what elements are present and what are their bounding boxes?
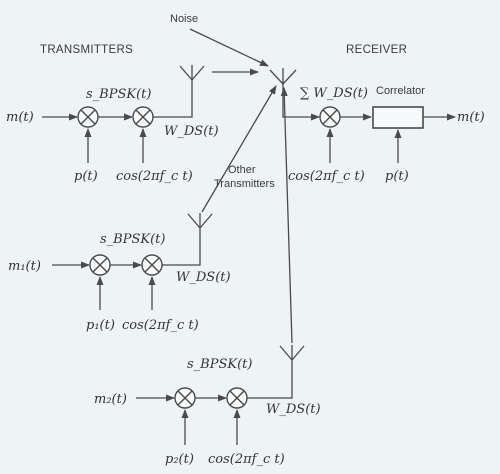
receiver-pn-label: p(t) xyxy=(385,169,409,184)
tx2-pn-label: p₁(t) xyxy=(86,318,115,333)
transmitter-1: m(t) s_BPSK(t) p(t) cos(2πf_c t) W_DS(t) xyxy=(6,65,259,184)
receiver-antenna-icon xyxy=(269,68,297,85)
receiver: ∑ W_DS(t) cos(2πf_c t) Correlator p(t) m… xyxy=(269,68,485,184)
tx2-output-label: W_DS(t) xyxy=(176,270,231,285)
tx3-output-label: W_DS(t) xyxy=(266,402,321,417)
receiver-header: RECEIVER xyxy=(346,44,407,56)
correlator-box xyxy=(372,106,424,129)
tx2-to-receiver-arrow xyxy=(201,85,277,213)
other-transmitters-label-line1: Other xyxy=(228,164,256,176)
tx2-feed-line xyxy=(162,228,201,266)
tx1-input-label: m(t) xyxy=(6,110,34,125)
tx3-feed-line xyxy=(247,360,293,399)
tx3-pn-label: p₂(t) xyxy=(165,452,194,467)
receiver-output-label: m(t) xyxy=(457,110,485,125)
tx3-bpsk-label: s_BPSK(t) xyxy=(187,357,252,372)
receiver-sum-label: ∑ W_DS(t) xyxy=(300,86,368,101)
correlator-label: Correlator xyxy=(376,85,425,97)
transmitter-2: m₁(t) s_BPSK(t) p₁(t) cos(2πf_c t) W_DS(… xyxy=(8,213,231,333)
tx3-to-receiver-arrow xyxy=(280,87,293,344)
tx2-antenna-icon xyxy=(187,213,213,229)
tx3-input-label: m₂(t) xyxy=(94,392,127,407)
tx1-pn-label: p(t) xyxy=(74,169,98,184)
tx2-carrier-mixer xyxy=(141,254,163,276)
noise-label: Noise xyxy=(170,13,198,25)
tx2-bpsk-label: s_BPSK(t) xyxy=(100,232,165,247)
tx1-bpsk-label: s_BPSK(t) xyxy=(86,87,151,102)
tx3-antenna-icon xyxy=(279,345,305,361)
tx3-carrier-mixer xyxy=(226,387,248,409)
tx1-output-label: W_DS(t) xyxy=(164,124,219,139)
transmitter-3: m₂(t) s_BPSK(t) p₂(t) cos(2πf_c t) W_DS(… xyxy=(94,345,321,467)
tx2-carrier-label: cos(2πf_c t) xyxy=(122,318,199,333)
tx1-spreading-mixer xyxy=(77,106,99,128)
tx1-feed-line xyxy=(153,80,193,118)
receiver-carrier-mixer xyxy=(319,106,341,128)
noise-arrow xyxy=(189,28,269,67)
tx2-spreading-mixer xyxy=(89,254,111,276)
tx3-spreading-mixer xyxy=(174,387,196,409)
tx1-carrier-mixer xyxy=(132,106,154,128)
tx2-input-label: m₁(t) xyxy=(8,259,41,274)
tx1-carrier-label: cos(2πf_c t) xyxy=(116,169,193,184)
transmitters-header: TRANSMITTERS xyxy=(40,44,133,56)
tx3-carrier-label: cos(2πf_c t) xyxy=(208,452,285,467)
receiver-carrier-label: cos(2πf_c t) xyxy=(288,169,365,184)
tx1-antenna-icon xyxy=(179,65,205,81)
other-transmitters-label-line2: Transmitters xyxy=(214,178,275,190)
